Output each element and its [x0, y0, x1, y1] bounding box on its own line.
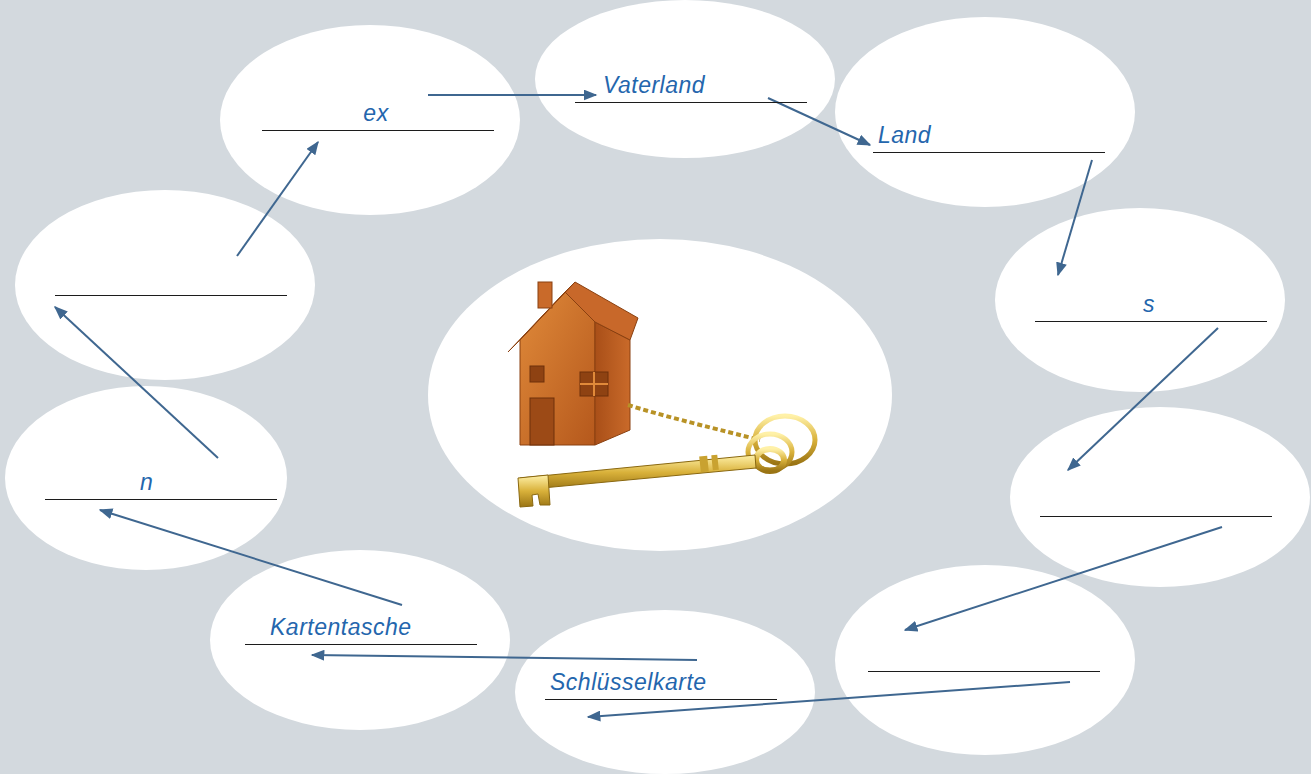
writing-line: Kartentasche — [245, 611, 477, 645]
ellipse-outline — [995, 208, 1285, 392]
answer-ellipse: n — [5, 386, 287, 570]
ellipse-outline — [835, 17, 1135, 207]
answer-word: Schlüsselkarte — [550, 666, 773, 698]
writing-line: n — [45, 466, 277, 500]
answer-ellipse — [835, 565, 1135, 755]
answer-ellipse: s — [995, 208, 1285, 392]
writing-line — [1040, 483, 1272, 517]
answer-ellipse: Land — [835, 17, 1135, 207]
writing-line: Schlüsselkarte — [545, 666, 777, 700]
answer-ellipse: Schlüsselkarte — [515, 610, 815, 774]
answer-ellipse: Kartentasche — [210, 550, 510, 730]
answer-ellipse: Vaterland — [535, 0, 835, 158]
writing-line: ex — [262, 97, 494, 131]
ellipse-outline — [1010, 407, 1310, 587]
writing-line — [55, 262, 287, 296]
writing-line: s — [1035, 288, 1267, 322]
answer-ellipse — [15, 190, 315, 380]
answer-word: Land — [878, 119, 1101, 151]
writing-line — [868, 638, 1100, 672]
answer-word: ex — [262, 97, 490, 129]
ellipse-outline — [835, 565, 1135, 755]
answer-word: n — [140, 466, 273, 498]
answer-word: Kartentasche — [270, 611, 473, 643]
answer-ellipse — [1010, 407, 1310, 587]
writing-line: Land — [873, 119, 1105, 153]
writing-line: Vaterland — [575, 69, 807, 103]
answer-word: Vaterland — [603, 69, 803, 101]
answer-ellipse: ex — [220, 25, 520, 215]
ellipse-outline — [15, 190, 315, 380]
answer-word: s — [1035, 288, 1263, 320]
